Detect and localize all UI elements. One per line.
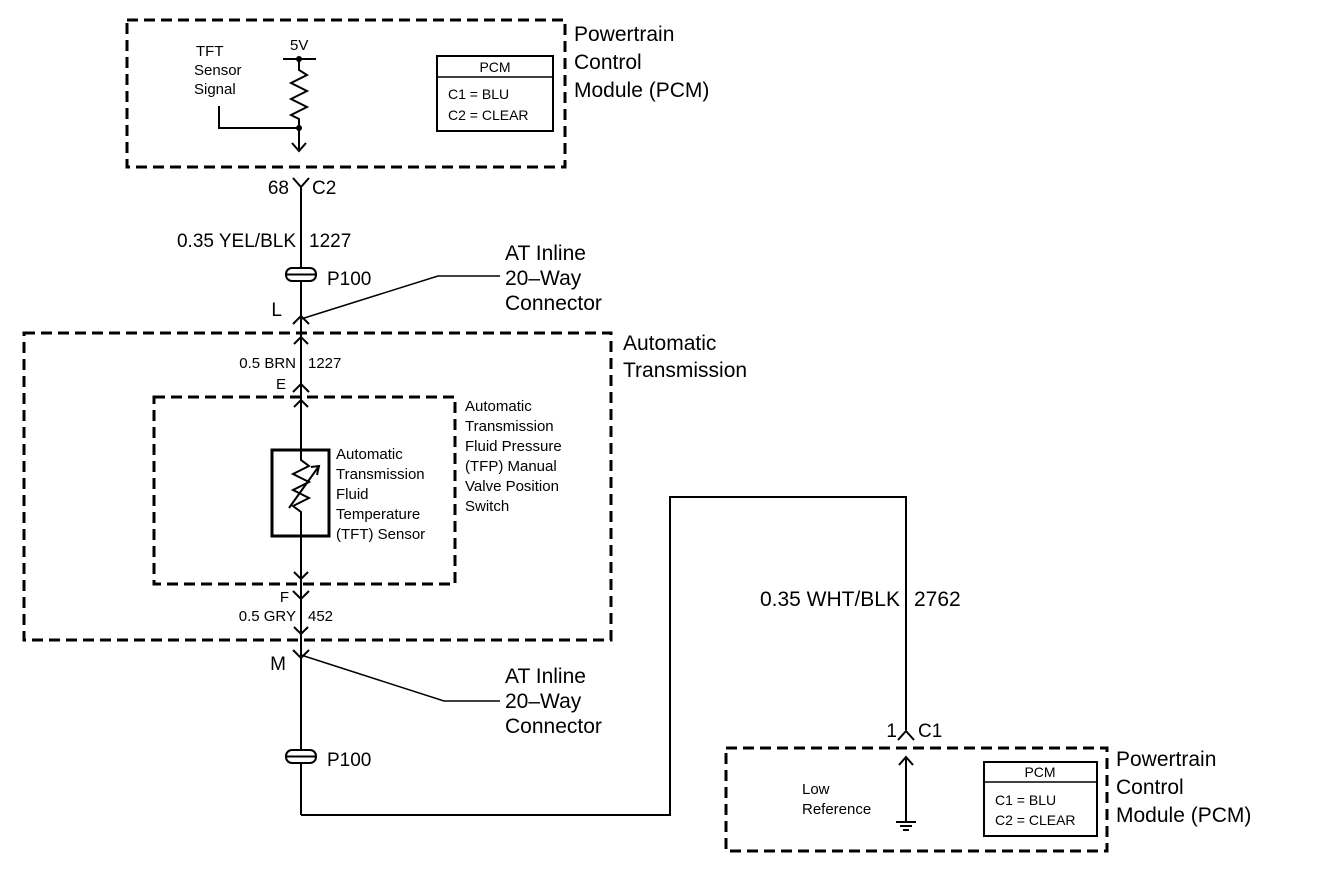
connector-l-inner-arrow-icon [293, 335, 309, 345]
tft-sensor: Automatic Transmission Fluid Temperature… [270, 446, 425, 543]
thermistor-arrowhead-icon [310, 464, 321, 476]
pcm-bottom-title-line-3: Module (PCM) [1116, 804, 1251, 827]
pcm-top-boundary [125, 18, 567, 169]
pcm-c2-pin-arrow-icon [291, 142, 307, 153]
pcm-top-legend-header: PCM [479, 59, 510, 75]
pcm-top-legend-box [436, 55, 554, 132]
tft-label-line-2: Transmission [336, 466, 425, 483]
automatic-transmission-module: Automatic Transmission 0.5 BRN 1227 E Au… [22, 331, 747, 642]
tft-label-line-3: Fluid [336, 486, 369, 503]
c1-inner-arrow-icon [898, 755, 914, 766]
inline-connector-lower-pin: M [270, 654, 286, 675]
pcm-bottom-legend-header: PCM [1024, 764, 1055, 780]
pcm-voltage-label: 5V [290, 37, 308, 54]
return-circuit-wire [301, 496, 907, 816]
tfp-switch-assembly: Automatic Transmission Fluid Pressure (T… [152, 395, 562, 586]
inline-connector-upper-label-line-1: AT Inline [505, 242, 586, 265]
tfp-label-line-3: Fluid Pressure [465, 438, 562, 455]
splice-p100-lower-label: P100 [327, 750, 371, 771]
low-reference-label-line-1: Low [802, 781, 830, 798]
pcm-bottom-title-line-2: Control [1116, 776, 1184, 799]
connector-f-icon [292, 590, 310, 601]
transmission-bottom-arrow-icon [293, 626, 309, 636]
connector-e-icon [292, 382, 310, 393]
inline-connector-upper-label-line-2: 20–Way [505, 267, 582, 290]
tfp-label-line-5: Valve Position [465, 478, 559, 495]
inline-connector-upper: L AT Inline 20–Way Connector [271, 242, 602, 325]
tft-signal-label-line-2: Sensor [194, 62, 242, 79]
connector-f-pin: F [280, 589, 289, 606]
tft-label-line-1: Automatic [336, 446, 403, 463]
inline-connector-lower-label-line-1: AT Inline [505, 665, 586, 688]
ground-icon [896, 821, 916, 831]
pcm-bottom-boundary [724, 746, 1109, 853]
pcm-bottom-title-line-1: Powertrain [1116, 748, 1216, 771]
tfp-top-arrow-icon [293, 398, 309, 408]
pcm-bottom-legend-row-2: C2 = CLEAR [995, 812, 1076, 828]
c1-connector-icon [897, 729, 915, 741]
c2-connector-icon [292, 177, 310, 189]
pcm-top-legend-row-2: C2 = CLEAR [448, 107, 529, 123]
thermistor-variable-arrow [288, 465, 320, 509]
tft-signal-label-line-3: Signal [194, 81, 236, 98]
inline-connector-upper-pin: L [271, 300, 282, 321]
inline-connector-m-icon [292, 649, 310, 660]
pcm-bottom-module: Powertrain Control Module (PCM) Low Refe… [724, 746, 1251, 853]
internal-lower-wire-gauge-color: 0.5 GRY [239, 608, 296, 625]
tft-label-line-4: Temperature [336, 506, 420, 523]
transmission-boundary [22, 331, 613, 642]
return-wire-gauge-color: 0.35 WHT/BLK [760, 588, 900, 611]
upper-wire-gauge-color: 0.35 YEL/BLK [177, 231, 296, 252]
inline-connector-lower-label-line-3: Connector [505, 715, 602, 738]
inline-connector-l-icon [292, 314, 310, 325]
pcm-bottom-legend-box [983, 761, 1098, 837]
pullup-resistor-icon [288, 59, 310, 149]
pcm-top-legend: PCM C1 = BLU C2 = CLEAR [436, 55, 554, 132]
tfp-label-line-6: Switch [465, 498, 509, 515]
splice-p100-lower: P100 [285, 749, 371, 771]
pcm-top-legend-row-1: C1 = BLU [448, 86, 509, 102]
thermistor-icon [290, 450, 312, 536]
return-wire-circuit-number: 2762 [914, 588, 961, 611]
transmission-title-line-2: Transmission [623, 359, 747, 382]
pcm-bottom-connector-id: C1 [918, 721, 942, 742]
pcm-top-connector-id: C2 [312, 178, 336, 199]
internal-lower-wire-circuit: 452 [308, 608, 333, 625]
internal-upper-wire-gauge-color: 0.5 BRN [239, 355, 296, 372]
tfp-label-line-4: (TFP) Manual [465, 458, 557, 475]
inline-connector-lower-leader [300, 654, 500, 702]
pcm-top-title-line-2: Control [574, 51, 642, 74]
pcm-top-module: Powertrain Control Module (PCM) TFT Sens… [125, 18, 709, 169]
connector-e-pin: E [276, 376, 286, 393]
low-reference-label-line-2: Reference [802, 801, 871, 818]
internal-upper-wire-circuit: 1227 [308, 355, 341, 372]
pcm-top-title-line-3: Module (PCM) [574, 79, 709, 102]
tft-signal-label-line-1: TFT [196, 43, 224, 60]
pcm-c2-connector: 68 C2 [268, 177, 336, 199]
splice-p100-upper-label: P100 [327, 269, 371, 290]
upper-wire-circuit-number: 1227 [309, 231, 351, 252]
pcm-top-pin-number: 68 [268, 178, 289, 199]
tfp-bottom-arrow-icon [293, 571, 309, 581]
pcm-bottom-pin-number: 1 [886, 721, 897, 742]
inline-connector-lower-label-line-2: 20–Way [505, 690, 582, 713]
pcm-bottom-legend: PCM C1 = BLU C2 = CLEAR [983, 761, 1098, 837]
splice-p100-upper: P100 [285, 267, 371, 290]
inline-connector-upper-leader [300, 275, 500, 320]
inline-connector-upper-label-line-3: Connector [505, 292, 602, 315]
tfp-switch-boundary [152, 395, 457, 586]
tfp-label-line-1: Automatic [465, 398, 532, 415]
pcm-bottom-legend-row-1: C1 = BLU [995, 792, 1056, 808]
tft-label-line-5: (TFT) Sensor [336, 526, 425, 543]
tfp-label-line-2: Transmission [465, 418, 554, 435]
pcm-c1-connector: 1 C1 [886, 721, 942, 742]
inline-connector-lower: M AT Inline 20–Way Connector [270, 649, 602, 738]
transmission-title-line-1: Automatic [623, 332, 716, 355]
pcm-top-title-line-1: Powertrain [574, 23, 674, 46]
tft-signal-line [218, 106, 299, 129]
